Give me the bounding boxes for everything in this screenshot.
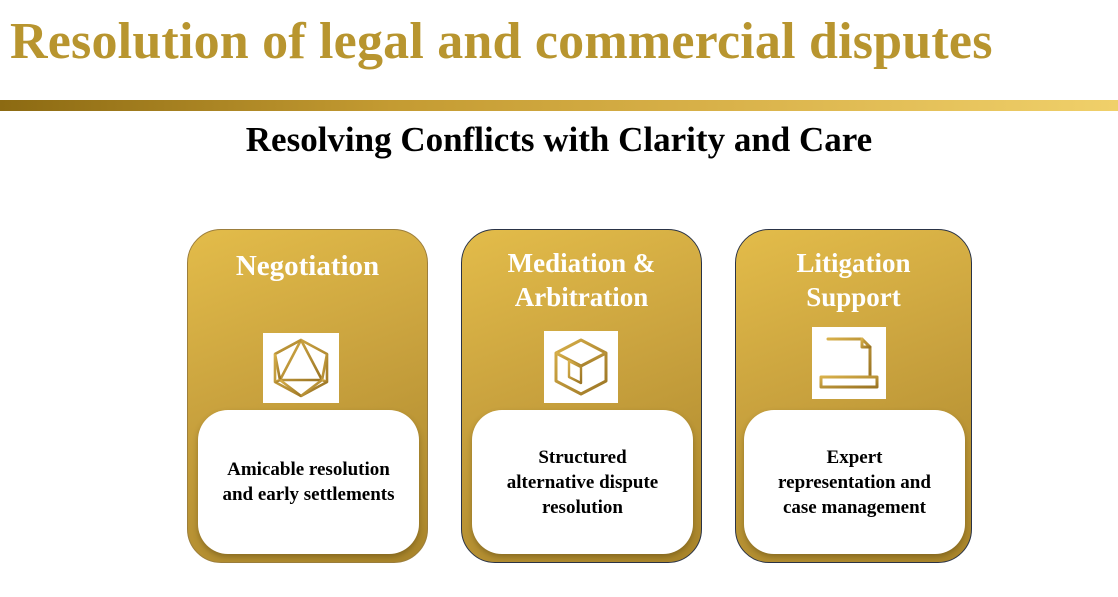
page-subtitle: Resolving Conflicts with Clarity and Car… [245,120,873,159]
icosahedron-icon [263,333,339,403]
cube-icon [544,331,618,403]
title-divider [0,100,1118,111]
service-card-negotiation: Negotiation Amicab [187,229,428,563]
service-card-mediation-arbitration: Mediation & Arbitration Structured alter… [461,229,702,563]
card-description: Expert representation and case managemen… [744,410,965,554]
card-title: Negotiation [235,250,380,282]
service-card-litigation-support: Litigation Support [735,229,972,563]
card-description: Structured alternative dispute resolutio… [472,410,693,554]
card-title: Mediation & Arbitration [507,248,656,312]
document-scroll-icon [812,327,886,399]
card-title: Litigation Support [796,248,911,312]
card-description: Amicable resolution and early settlement… [198,410,419,554]
page-title: Resolution of legal and commercial dispu… [10,13,993,70]
